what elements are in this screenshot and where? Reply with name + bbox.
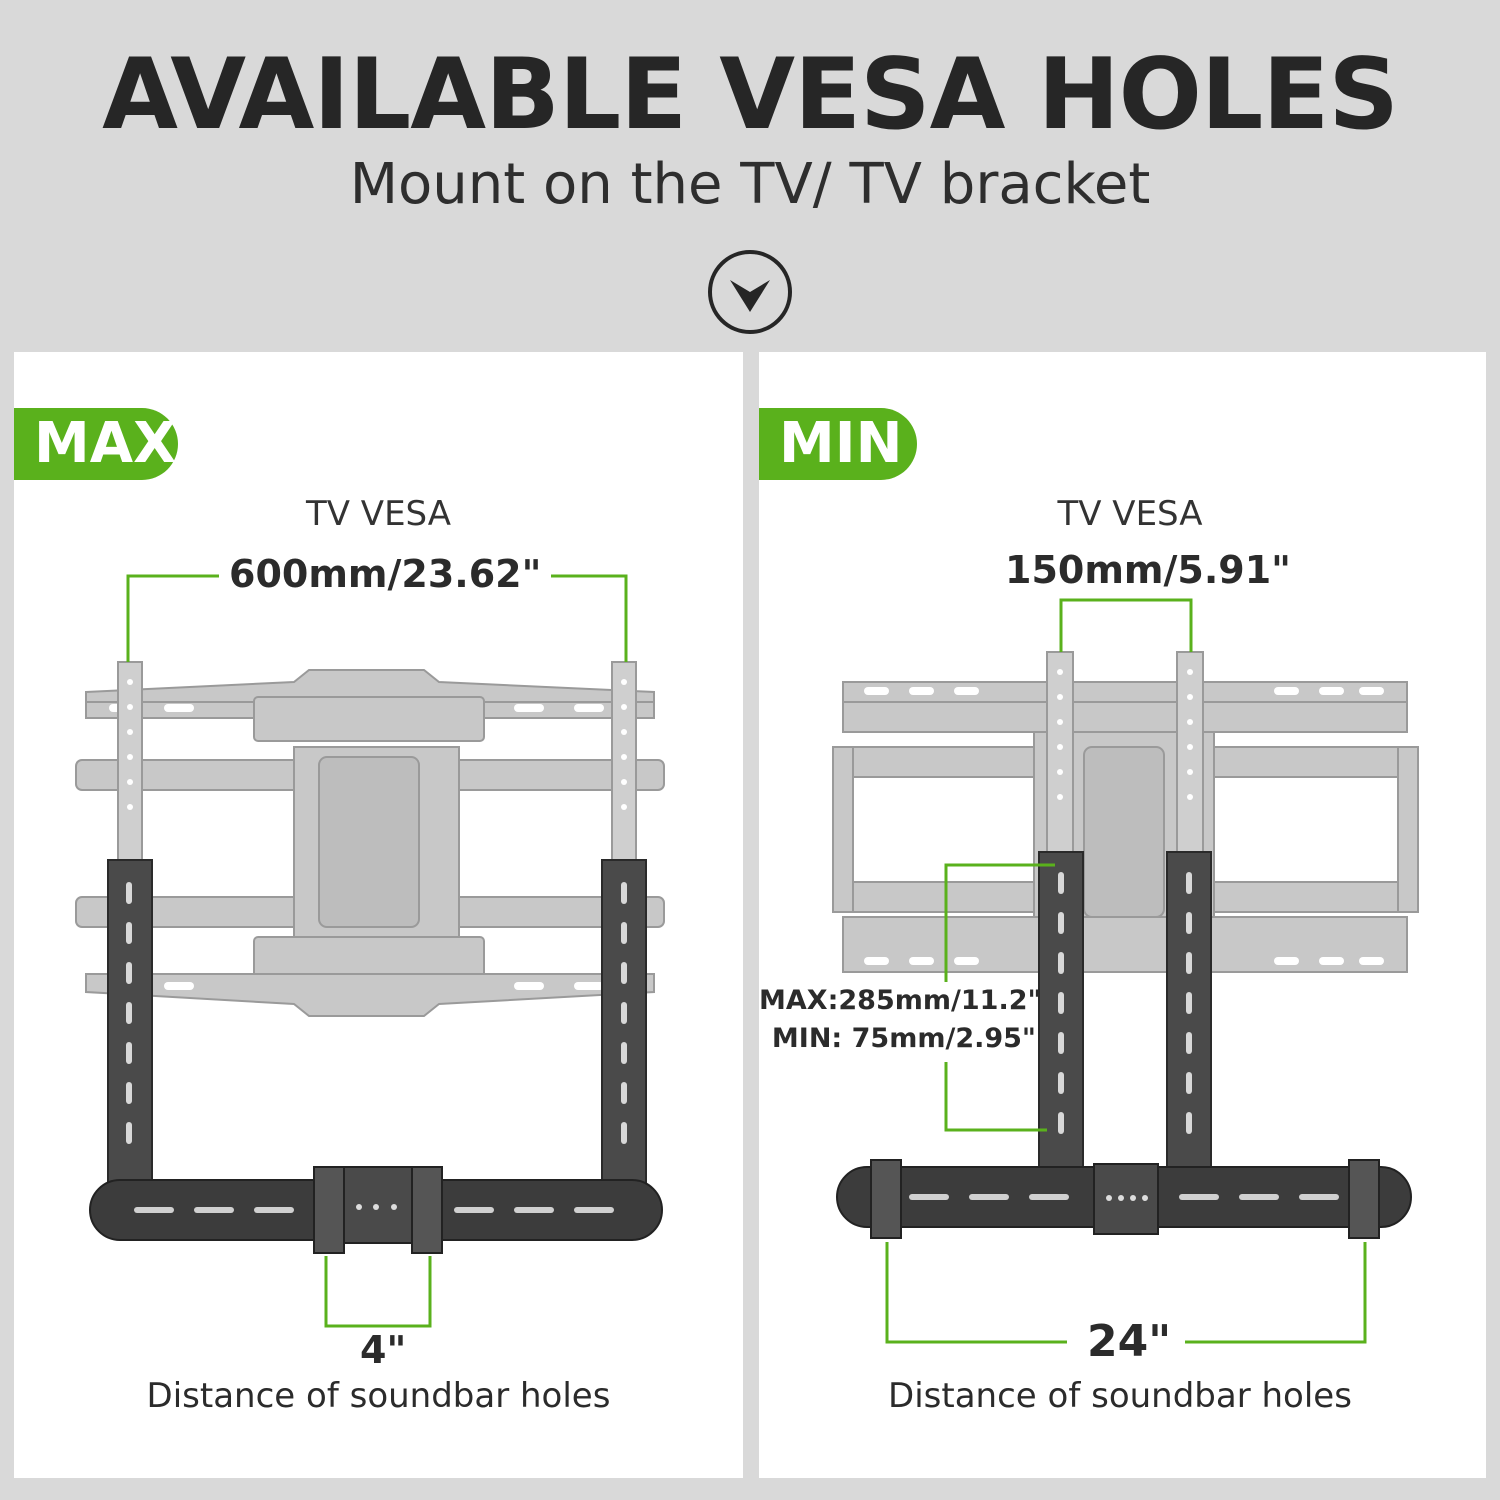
min-soundbar-caption: Distance of soundbar holes: [888, 1376, 1352, 1416]
min-vesa-caption: TV VESA: [1057, 494, 1203, 534]
min-height-max: MAX:285mm/11.2": [759, 985, 1042, 1016]
min-soundbar-dimension: 24": [1073, 1316, 1186, 1367]
max-mount-illustration: [75, 574, 665, 1328]
max-soundbar-dimension: 4": [350, 1328, 417, 1372]
page-subtitle: Mount on the TV/ TV bracket: [349, 152, 1151, 217]
min-height-min: MIN: 75mm/2.95": [771, 1023, 1036, 1054]
max-vesa-caption: TV VESA: [305, 494, 452, 534]
chevron-down-circle-icon: [708, 250, 792, 334]
max-soundbar-caption: Distance of soundbar holes: [146, 1376, 611, 1416]
max-vesa-dimension: 600mm/23.62": [219, 552, 552, 596]
min-panel: MIN TV VESA 150mm/5.91" MAX:285mm/11.2" …: [759, 352, 1486, 1478]
min-vesa-dimension: 150mm/5.91": [995, 548, 1301, 592]
max-panel: MAX TV VESA 600mm/23.62" 4" Distance of …: [14, 352, 743, 1478]
min-mount-illustration: [832, 598, 1419, 1344]
min-badge: MIN: [759, 408, 917, 480]
max-badge: MAX: [14, 408, 178, 480]
page-title: AVAILABLE VESA HOLES: [102, 38, 1399, 152]
